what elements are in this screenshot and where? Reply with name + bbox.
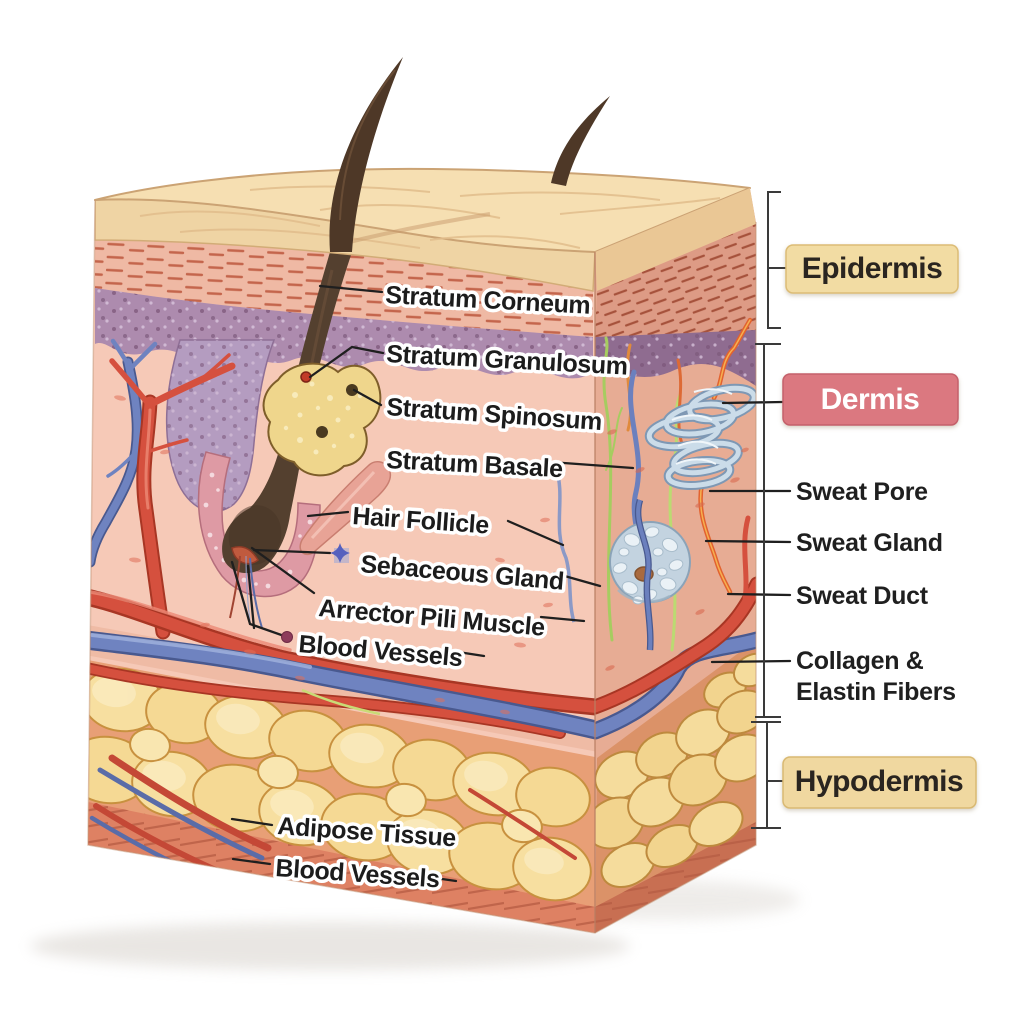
hypodermis-badge — [782, 756, 977, 809]
nerve-fiber — [301, 688, 381, 716]
dot-icon — [281, 631, 293, 643]
epidermis-badge — [785, 244, 959, 294]
skin-surface — [94, 167, 751, 253]
layer-brackets — [751, 191, 787, 829]
hypodermis-bracket — [751, 721, 781, 829]
block-outline — [87, 199, 757, 934]
deep-vascular-plexus — [88, 588, 595, 740]
adipose-cells-right — [595, 652, 756, 889]
right-dermis-texture — [605, 429, 749, 671]
leader-lines — [230, 284, 792, 883]
epidermis-badge-label: Epidermis — [802, 252, 943, 285]
dermis-bracket — [755, 343, 781, 718]
dermis-blood-vessel-tree — [88, 338, 236, 640]
label-collagen-line2: Elastin Fibers — [796, 678, 956, 706]
skin-front-face — [88, 199, 595, 934]
thin-venule — [554, 467, 576, 623]
gland-duct-opening — [316, 426, 328, 438]
dermal-papilla — [231, 546, 259, 565]
dermis-texture — [114, 395, 553, 715]
epidermis-bracket — [767, 191, 781, 329]
label-sweat-gland: Sweat Gland — [796, 529, 943, 557]
label-sweat-duct: Sweat Duct — [796, 582, 929, 610]
sweat-gland-coil — [644, 383, 756, 490]
second-hair — [551, 96, 610, 186]
label-collagen-line1: Collagen & — [796, 647, 924, 675]
label-sweat-pore: Sweat Pore — [796, 478, 928, 506]
hair-shadow — [344, 212, 491, 245]
sebaceous-gland — [262, 362, 382, 477]
right-vascular-plexus — [595, 515, 756, 740]
sweat-duct — [698, 317, 753, 595]
right-side-labels: Sweat Pore Sweat Gland Sweat Duct Collag… — [794, 476, 959, 709]
gland-duct-opening — [346, 384, 358, 396]
hair — [329, 57, 610, 252]
dermis-badge — [782, 373, 959, 426]
four-point-star-icon — [330, 543, 350, 563]
hypodermis-badge-label: Hypodermis — [795, 765, 963, 798]
sebaceous-marker-group — [330, 543, 350, 563]
dermis-badge-label: Dermis — [821, 383, 920, 416]
sweat-gland — [609, 499, 691, 651]
skin-right-face — [595, 188, 756, 933]
